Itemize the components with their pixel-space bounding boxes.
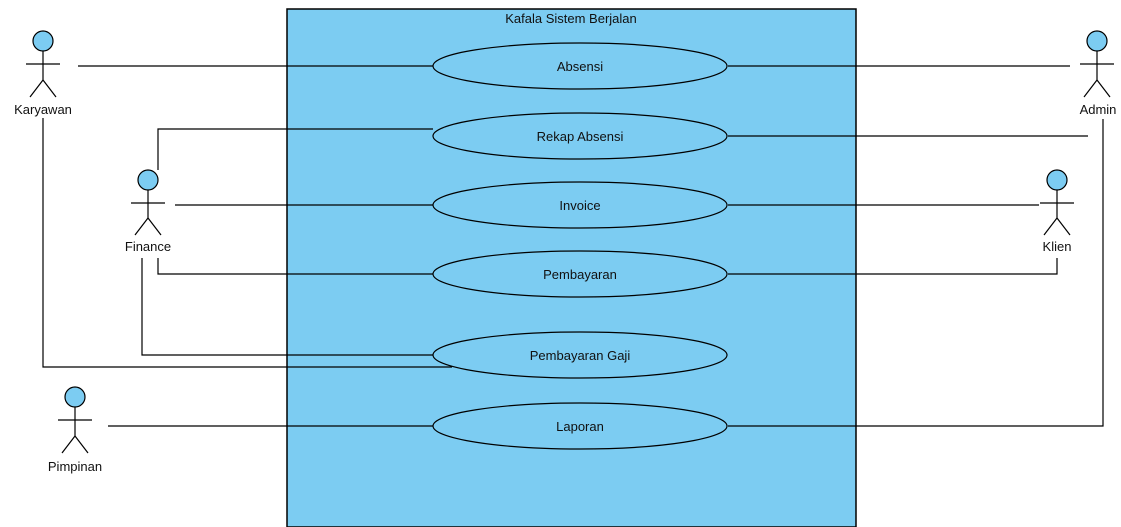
actor-karyawan[interactable]: Karyawan [14,30,72,117]
use-case-absensi[interactable]: Absensi [432,42,728,90]
system-title: Kafala Sistem Berjalan [505,11,637,26]
assoc-karyawan-pembayaran-gaji [42,118,452,368]
use-case-pembayaran-gaji[interactable]: Pembayaran Gaji [432,331,728,379]
use-case-label: Pembayaran [543,267,617,282]
actor-klien[interactable]: Klien [1040,169,1074,254]
actor-label: Klien [1043,239,1072,254]
use-case-invoice[interactable]: Invoice [432,181,728,229]
actor-finance[interactable]: Finance [125,169,171,254]
assoc-finance-rekap-absensi [157,128,433,170]
use-case-label: Absensi [557,59,603,74]
assoc-admin-laporan [728,119,1104,427]
actor-pimpinan[interactable]: Pimpinan [48,386,102,474]
use-case-label: Laporan [556,419,604,434]
stick-figure-icon [1040,169,1074,236]
stick-figure-icon [1080,30,1114,98]
use-case-rekap-absensi[interactable]: Rekap Absensi [432,112,728,160]
stick-figure-icon [131,169,165,236]
associations [42,65,1104,427]
actor-admin[interactable]: Admin [1080,30,1117,117]
actor-label: Pimpinan [48,459,102,474]
use-case-label: Rekap Absensi [537,129,624,144]
stick-figure-icon [58,386,92,454]
use-case-pembayaran[interactable]: Pembayaran [432,250,728,298]
assoc-klien-pembayaran [728,258,1058,275]
use-case-label: Invoice [559,198,600,213]
use-case-label: Pembayaran Gaji [530,348,631,363]
use-case-laporan[interactable]: Laporan [432,402,728,450]
actor-label: Karyawan [14,102,72,117]
assoc-finance-pembayaran [157,258,433,275]
assoc-finance-pembayaran-gaji [141,258,433,356]
stick-figure-icon [26,30,60,98]
actor-label: Admin [1080,102,1117,117]
actor-label: Finance [125,239,171,254]
